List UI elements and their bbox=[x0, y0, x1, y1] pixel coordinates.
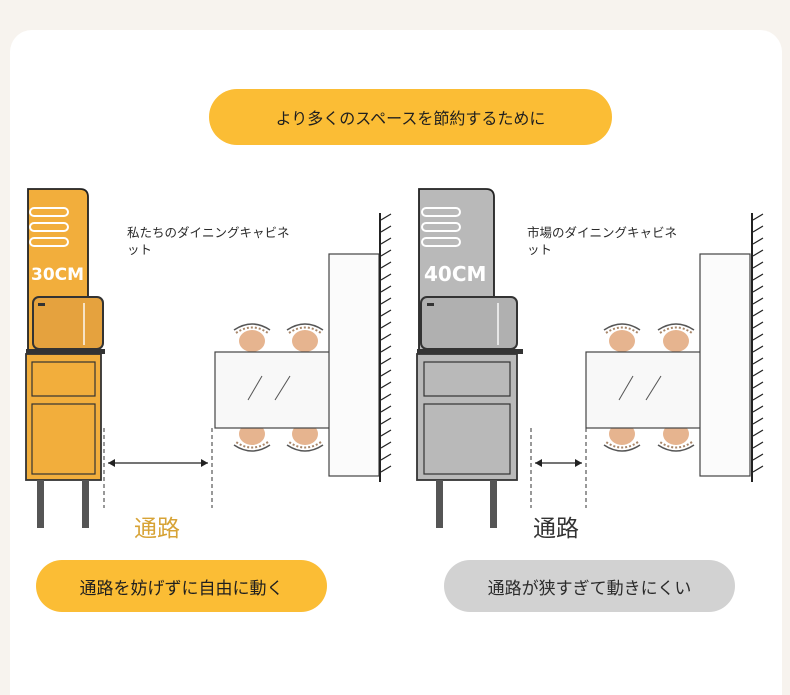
left-badge-text: 通路を妨げずに自由に動く bbox=[79, 578, 284, 599]
left-dining-set bbox=[214, 213, 392, 482]
header-pill: より多くのスペースを節約するために bbox=[209, 89, 612, 145]
left-cabinet bbox=[25, 188, 105, 528]
right-badge: 通路が狭すぎて動きにくい bbox=[444, 560, 735, 612]
left-aisle-label: 通路 bbox=[134, 516, 180, 542]
left-aisle-guide bbox=[103, 428, 213, 508]
right-aisle-guide bbox=[530, 428, 587, 508]
right-cabinet bbox=[416, 188, 523, 528]
right-size-label: 40CM bbox=[424, 262, 487, 286]
right-caption: 市場のダイニングキャビネット bbox=[527, 225, 678, 257]
left-size-label: 30CM bbox=[31, 265, 85, 285]
right-dining-set bbox=[585, 213, 764, 482]
right-badge-text: 通路が狭すぎて動きにくい bbox=[487, 578, 692, 599]
right-aisle-label: 通路 bbox=[533, 516, 579, 542]
left-caption: 私たちのダイニングキャビネット bbox=[127, 225, 290, 257]
left-badge: 通路を妨げずに自由に動く bbox=[36, 560, 327, 612]
header-title: より多くのスペースを節約するために bbox=[275, 109, 546, 128]
